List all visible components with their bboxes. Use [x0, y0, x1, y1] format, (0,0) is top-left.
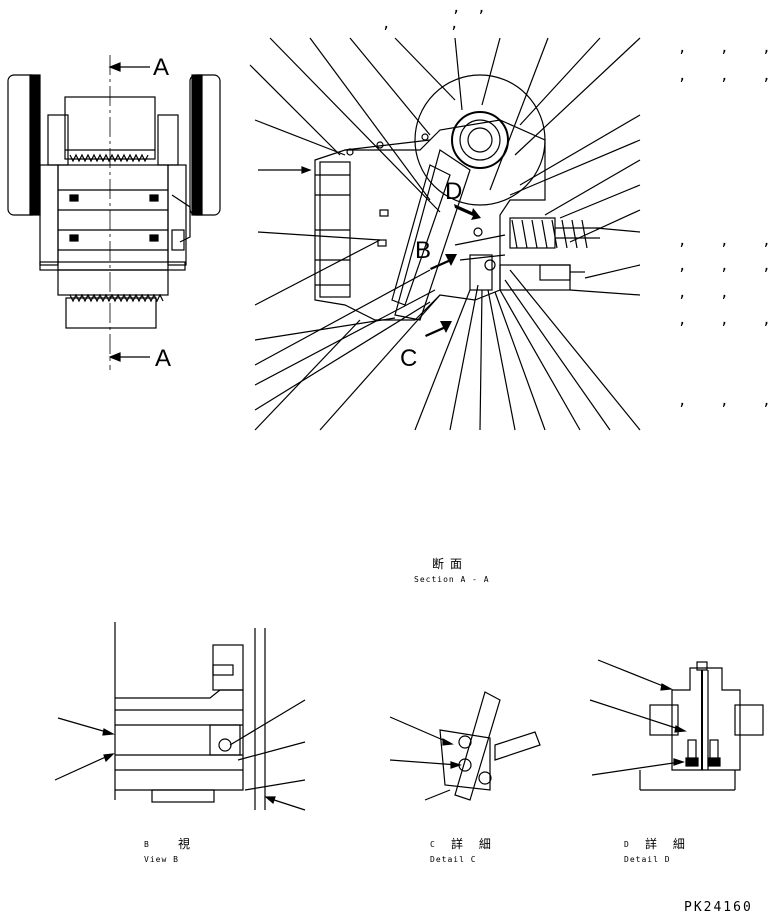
part-marks: , , , — [678, 393, 771, 409]
section-marker-bottom: A — [155, 345, 172, 372]
part-marks: , , , — [678, 312, 771, 328]
callout-b: B — [415, 237, 432, 264]
part-marks: , , — [452, 0, 486, 16]
section-caption-en: Section A - A — [414, 575, 490, 584]
section-a-a — [249, 37, 641, 431]
detail-c-caption-jp: 詳 細 — [451, 837, 497, 851]
detail-c-letter: C — [430, 840, 436, 849]
part-number: PK24160 — [684, 900, 753, 915]
part-marks: , , , — [678, 258, 771, 274]
part-marks: , — [382, 16, 391, 32]
part-marks: , , — [678, 285, 729, 301]
callout-d: D — [445, 178, 463, 205]
detail-d-caption-jp: 詳 細 — [645, 837, 691, 851]
detail-d-letter: D — [624, 840, 630, 849]
view-b-caption-jp: 視 — [178, 837, 197, 851]
detail-c — [389, 691, 541, 801]
view-b-caption-en: View B — [144, 855, 179, 864]
front-view — [7, 55, 221, 370]
part-marks: , , , — [678, 233, 771, 249]
detail-d — [589, 659, 764, 791]
callout-c: C — [400, 345, 418, 372]
detail-d-caption-en: Detail D — [624, 855, 671, 864]
part-marks: , — [450, 16, 459, 32]
view-b-letter: B — [144, 840, 150, 849]
part-marks: , , , — [678, 68, 771, 84]
part-marks: , , , — [678, 40, 771, 56]
detail-c-caption-en: Detail C — [430, 855, 477, 864]
section-caption-jp: 断面 — [432, 557, 469, 571]
view-b — [54, 622, 306, 811]
section-marker-top: A — [153, 54, 170, 81]
